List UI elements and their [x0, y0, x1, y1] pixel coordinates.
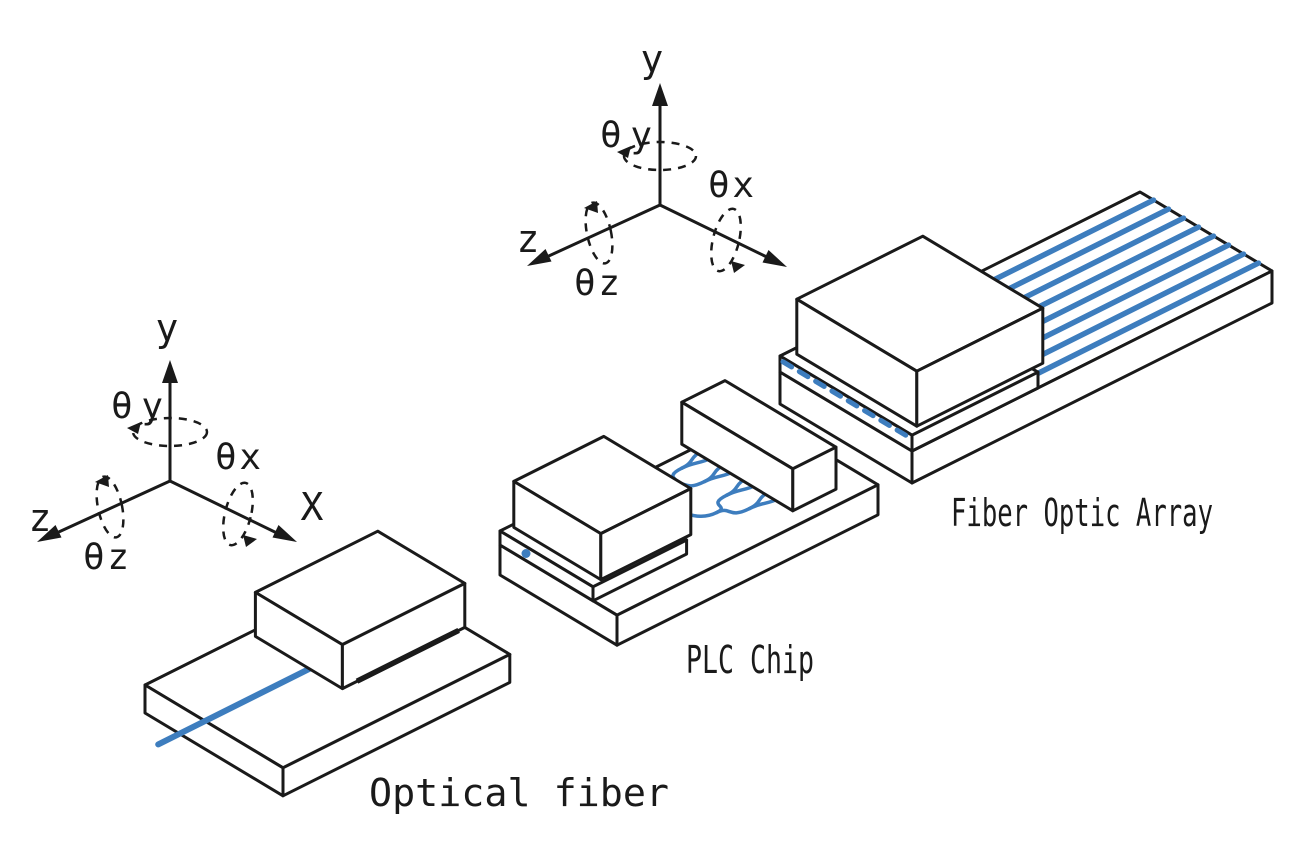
- theta-x-rotation-arrowhead: [731, 261, 745, 273]
- theta-y-rotation-arrowhead: [617, 146, 631, 158]
- z-axis-label: z: [29, 496, 52, 540]
- theta-y-label: θy: [111, 386, 163, 427]
- array-fiber-end-dashes: [780, 359, 912, 440]
- y-axis-arrowhead: [652, 83, 668, 106]
- optical-fiber-assembly: [143, 529, 512, 798]
- plc-input-plate-front-face: [591, 538, 689, 603]
- theta-z-label: θz: [574, 263, 620, 304]
- theta-z-label: θz: [83, 537, 129, 578]
- fiber-clamp-groove-line: [355, 627, 460, 684]
- array-lid-front-face: [915, 306, 1045, 428]
- axis-frame-lower: y z X θy θx θz: [29, 306, 324, 578]
- theta-x-rotation-arrowhead: [243, 535, 257, 547]
- theta-z-rotation-arrowhead: [584, 201, 598, 213]
- y-axis-arrowhead: [162, 360, 178, 383]
- z-axis-line: [538, 203, 662, 262]
- optical-fiber-label: Optical fiber: [369, 771, 669, 815]
- theta-x-rotation-ellipse: [709, 207, 743, 273]
- plc-input-lid-front-face: [599, 487, 693, 582]
- theta-z-rotation-ellipse: [584, 201, 614, 265]
- theta-y-rotation-ellipse: [622, 140, 698, 172]
- theta-x-label: θx: [708, 165, 754, 206]
- theta-x-label: θx: [215, 437, 261, 478]
- z-axis-arrowhead: [37, 525, 62, 542]
- x-axis-line: [658, 203, 775, 262]
- plc-substrate-front-face: [615, 483, 880, 647]
- z-axis-label: z: [517, 217, 540, 261]
- plc-chip-label: PLC Chip: [686, 638, 814, 682]
- fiber-clamp-block-front-face: [340, 581, 467, 691]
- fiber-array-label: Fiber Optic Array: [951, 491, 1213, 535]
- x-axis-arrowhead: [762, 250, 787, 267]
- fiber-array-assembly: [778, 190, 1274, 485]
- y-axis-label: y: [156, 306, 179, 350]
- theta-y-rotation-ellipse: [131, 416, 209, 448]
- plc-chip-assembly: [498, 379, 880, 647]
- waveguide-branch: [714, 506, 752, 515]
- axis-frame-upper: y z θy θx θz: [517, 37, 787, 304]
- fiber-block-base-front-face: [281, 652, 512, 798]
- theta-z-rotation-ellipse: [95, 475, 125, 539]
- theta-x-rotation-ellipse: [221, 481, 255, 547]
- array-vgroove-plate-front-face: [910, 370, 1040, 453]
- plc-output-bar-end-face: [791, 445, 838, 513]
- theta-z-rotation-arrowhead: [95, 475, 109, 487]
- theta-y-rotation-arrowhead: [127, 422, 141, 434]
- plc-input-fiber-dot: [521, 549, 531, 558]
- x-axis-label: X: [301, 485, 324, 529]
- y-axis-label: y: [641, 37, 664, 81]
- x-axis-arrowhead: [272, 525, 297, 542]
- z-axis-arrowhead: [527, 249, 552, 266]
- component-labels: Optical fiber PLC Chip Fiber Optic Array: [369, 491, 1213, 815]
- z-axis-line: [48, 479, 172, 538]
